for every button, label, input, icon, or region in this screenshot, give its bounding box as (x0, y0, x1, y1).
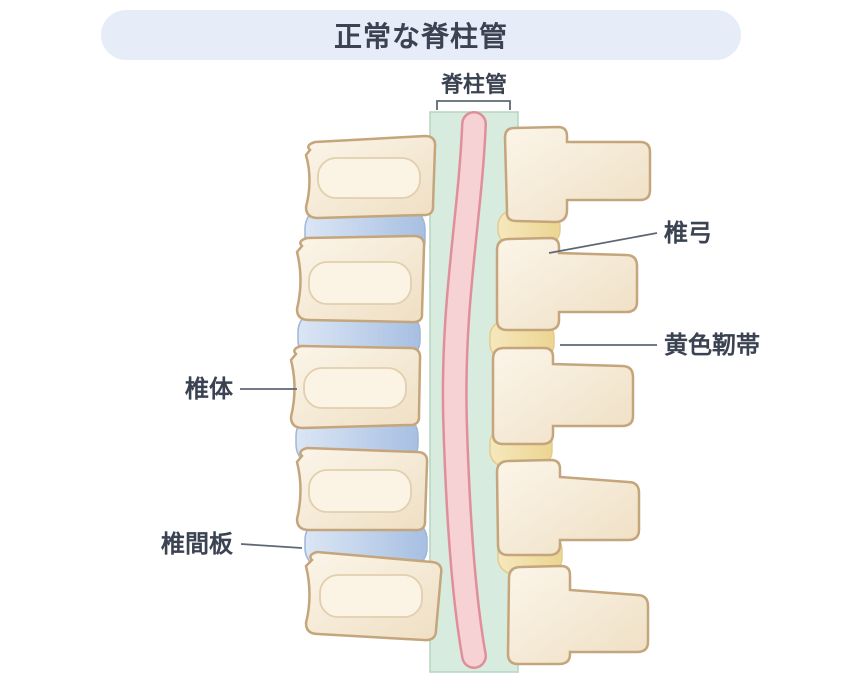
label-canal: 脊柱管 (440, 72, 507, 98)
label-ligament: 黄色靭帯 (664, 331, 760, 359)
leader-arch (548, 232, 658, 254)
vertebral-arch (491, 346, 635, 446)
body-inner-oval (319, 574, 423, 618)
spinal-cord-inner (444, 113, 485, 667)
label-arch: 椎弓 (664, 219, 712, 247)
vertebral-arch (495, 458, 641, 557)
leader-disc (240, 543, 303, 549)
label-disc: 椎間板 (161, 530, 234, 558)
page-title: 正常な脊柱管 (333, 20, 508, 53)
vertebral-body-inner (303, 157, 423, 618)
canal-bracket (436, 100, 511, 110)
vertebral-arch (503, 125, 652, 224)
vertebral-arches (491, 125, 652, 666)
label-body: 椎体 (185, 375, 234, 403)
body-inner-oval (317, 157, 421, 199)
body-inner-oval (308, 261, 412, 305)
vertebral-arch (506, 564, 650, 666)
body-inner-oval (303, 367, 407, 409)
title-banner: 正常な脊柱管 (101, 10, 741, 60)
vertebral-arch (495, 236, 639, 332)
body-inner-oval (308, 469, 412, 513)
